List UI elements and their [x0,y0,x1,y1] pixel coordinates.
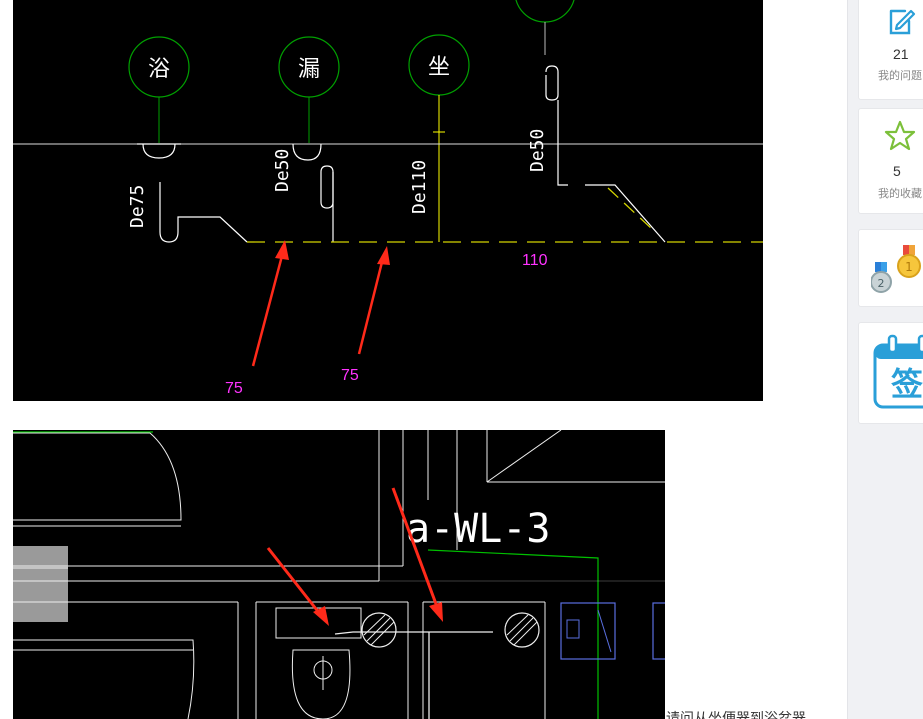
annotation-75-b: 75 [341,367,359,384]
star-icon [884,120,916,151]
fixture-floor-drain: 漏 [278,36,340,143]
fixture-bath: 浴 [128,36,190,143]
arrow-to-drain-branch [357,246,390,355]
bath-trap [137,143,181,159]
fixture-label-drain: 漏 [298,57,320,82]
wall-green-right [427,549,599,719]
right-branch [557,100,666,243]
question-caption: 请问从坐便器到浴盆器 [666,709,846,719]
arrow-head [429,602,443,622]
cad-drawing-top-canvas: 浴 漏 坐 De75 De50 De110 De5 [13,0,763,397]
my-questions-label: 我的问题 [878,70,922,82]
window-frame [560,602,616,660]
hatch [366,617,391,642]
svg-text:1: 1 [905,260,913,274]
drain-stack-left [361,612,397,648]
arrow-shaft [357,257,385,355]
arrow-shaft [391,487,438,605]
cad-drawing-top: 浴 漏 坐 De75 De50 De110 De5 [13,0,763,401]
toilet-bowl [291,649,351,719]
window-diag [597,609,612,653]
window-blue-right [652,602,665,660]
arrow-head [377,246,390,265]
annotation-110: 110 [522,252,548,269]
my-favorites-card[interactable]: 5 我的收藏 [858,108,923,214]
curved-fixture [13,432,182,521]
fixture-circle-partial [515,0,575,23]
edit-note-icon [889,9,916,35]
arrow-shaft [266,547,322,615]
hatch [506,614,529,636]
right-trap [545,65,559,101]
medals-card[interactable]: 1 2 [858,229,923,307]
medals-icon: 1 2 [871,245,921,293]
hatch [370,621,395,646]
arrow-to-pipe-junction [391,487,443,622]
pipe-label-de50-a: De50 [272,149,293,192]
window-blue-left [560,602,616,660]
hatch [513,621,538,646]
pipe-tag-wl3: a-WL-3 [406,506,551,552]
branch-dash [607,187,654,231]
cad-drawing-bottom-canvas: a-WL-3 [13,430,665,719]
my-favorites-label: 我的收藏 [878,188,922,200]
wall-line [486,430,562,483]
checkin-label: 签 [891,365,923,403]
arrow-head [313,606,329,626]
gray-column [13,546,68,622]
arrow-to-bath-branch [251,240,289,367]
drain-stack-right [504,612,540,648]
pipe-label-de110: De110 [409,160,430,214]
checkin-card[interactable]: 签 [858,322,923,424]
my-questions-count: 21 [893,46,909,62]
fixture-toilet: 坐 [408,34,470,242]
question-caption-text: 请问从坐便器到浴盆器 [666,710,806,719]
fixture-label-bath: 浴 [148,57,170,82]
my-favorites-count: 5 [893,163,901,179]
pipe-label-de50-b: De50 [527,129,548,172]
arrow-to-toilet-outlet [266,547,329,626]
drain-trap [292,143,322,161]
cad-drawing-bottom: a-WL-3 [13,430,665,719]
calendar-checkin-icon: 签 [873,334,923,409]
connecting-pipe [334,631,493,635]
stack-circle [361,612,397,648]
drain-pipe-loop [320,165,334,209]
window-pane [566,619,580,639]
stack-circle [504,612,540,648]
pipe-label-de75: De75 [127,185,148,228]
bathtub-edge [13,639,195,719]
right-sidebar: 21 我的问题 5 我的收藏 1 2 签 [847,0,923,719]
toilet-tank [275,607,362,639]
bath-branch [159,182,248,243]
fixture-label-toilet: 坐 [428,55,450,80]
hatch [509,617,534,642]
annotation-75-a: 75 [225,380,243,397]
arrow-shaft [251,251,285,367]
my-questions-card[interactable]: 21 我的问题 [858,0,923,100]
svg-text:2: 2 [878,277,885,290]
arrow-head [275,240,289,260]
toilet-symbol [275,607,362,719]
